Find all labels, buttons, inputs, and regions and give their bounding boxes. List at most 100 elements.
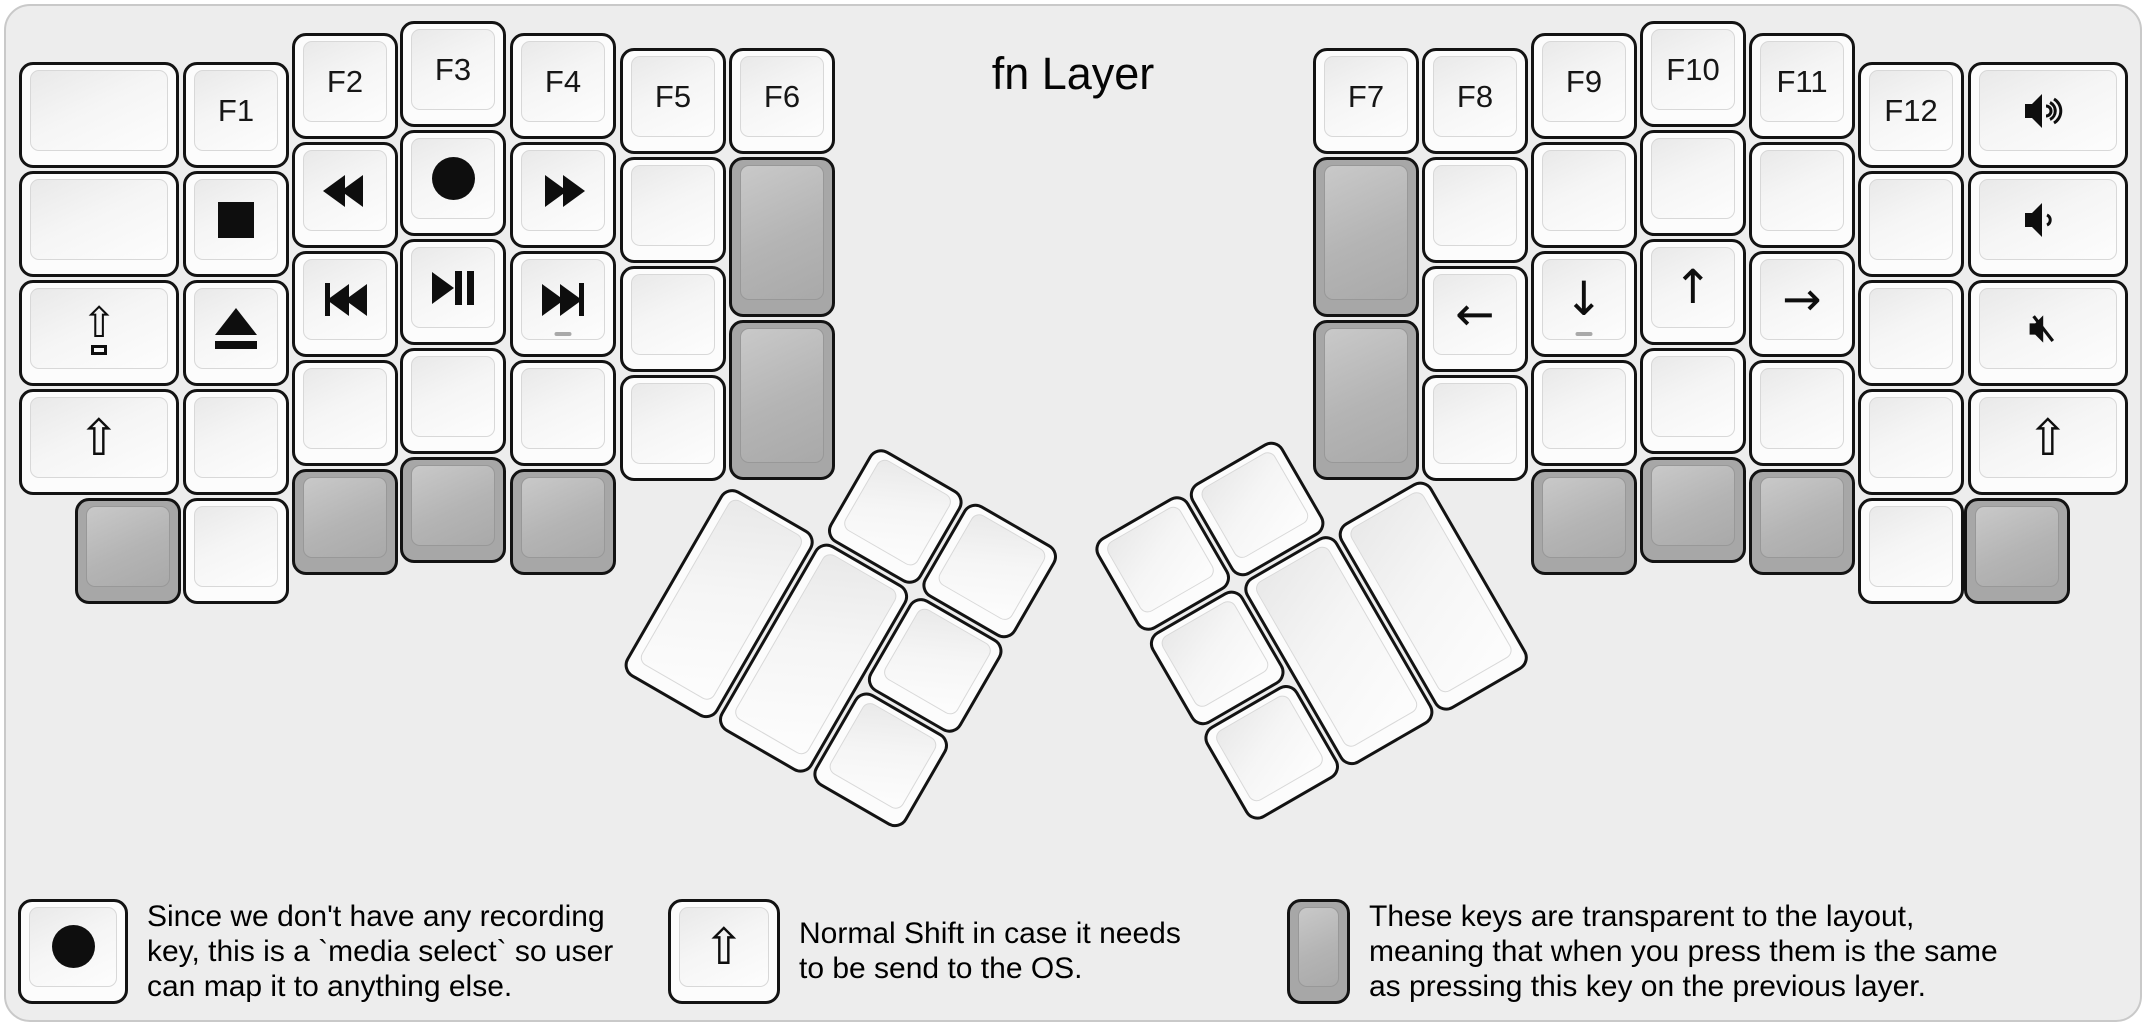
key-blank[interactable] [1531,142,1637,248]
key-mute[interactable] [1968,280,2128,386]
keycap-top [1324,328,1408,463]
key-arrow-left[interactable]: ← [1422,266,1528,372]
key-blank[interactable] [183,498,289,604]
key-blank[interactable] [620,266,726,372]
key-f5[interactable]: F5 [620,48,726,154]
legend-key-transparent [1287,898,1350,1004]
key-volume-down[interactable] [1968,171,2128,277]
key-arrow-up[interactable]: ↑ [1640,239,1746,345]
keycap-top [1298,906,1339,987]
key-play-pause[interactable] [400,239,506,345]
keycap-top [840,456,955,569]
key-blank[interactable] [1640,130,1746,236]
key-transparent[interactable] [1749,469,1855,575]
key-arrow-down[interactable]: ↓ [1531,251,1637,357]
keycap-top: ⇧ [679,906,769,987]
key-blank[interactable] [620,375,726,481]
keycap-top [29,906,117,987]
key-blank[interactable] [183,389,289,495]
key-blank[interactable] [1640,348,1746,454]
keycap-top [521,477,605,558]
key-volume-up[interactable] [1968,62,2128,168]
key-prev-track[interactable] [292,251,398,357]
key-blank[interactable] [1858,280,1964,386]
key-transparent[interactable] [1531,469,1637,575]
key-f4[interactable]: F4 [510,33,616,139]
keycap-top: ↑ [1651,247,1735,328]
keycap-top [1979,179,2117,260]
key-shift[interactable]: ⇧ [19,389,179,495]
key-transparent[interactable] [292,469,398,575]
key-f8[interactable]: F8 [1422,48,1528,154]
key-shift[interactable]: ⇧ [1968,389,2128,495]
key-eject[interactable] [183,280,289,386]
keycap-top [1869,288,1953,369]
key-f11[interactable]: F11 [1749,33,1855,139]
key-transparent[interactable] [400,457,506,563]
keycap-top: F7 [1324,56,1408,137]
key-record [18,898,128,1004]
key-transparent[interactable] [75,498,181,604]
key-blank[interactable] [19,62,179,168]
key-transparent[interactable] [1640,457,1746,563]
key-f1[interactable]: F1 [183,62,289,168]
key-f2[interactable]: F2 [292,33,398,139]
key-next-track[interactable] [510,251,616,357]
key-label: F6 [763,78,801,114]
key-caps-lock[interactable]: ⇧ [19,280,179,386]
keycap-top: ⇧ [30,397,168,478]
keycap-top: F1 [194,70,278,151]
key-f9[interactable]: F9 [1531,33,1637,139]
key-blank[interactable] [1531,360,1637,466]
key-blank[interactable] [292,360,398,466]
key-blank[interactable] [1422,375,1528,481]
key-record[interactable] [400,130,506,236]
key-blank[interactable] [1858,171,1964,277]
key-blank[interactable] [19,171,179,277]
key-label: F9 [1565,63,1603,99]
key-f12[interactable]: F12 [1858,62,1964,168]
keycap-top [1651,356,1735,437]
key-transparent[interactable] [1313,320,1419,480]
keycap-top [1869,179,1953,260]
key-blank[interactable] [1858,498,1964,604]
rewind-icon [323,174,363,207]
key-f7[interactable]: F7 [1313,48,1419,154]
key-blank[interactable] [1422,157,1528,263]
homing-bar [554,332,572,336]
keycap-top [411,247,495,328]
key-transparent[interactable] [510,469,616,575]
key-f10[interactable]: F10 [1640,21,1746,127]
key-blank[interactable] [1749,142,1855,248]
keycap-top: → [1760,259,1844,340]
key-blank[interactable] [400,348,506,454]
key-blank[interactable] [1858,389,1964,495]
shift-icon: ⇧ [78,408,120,467]
key-f6[interactable]: F6 [729,48,835,154]
key-blank[interactable] [1749,360,1855,466]
key-stop[interactable] [183,171,289,277]
keycap-top [1651,465,1735,546]
key-transparent [1287,898,1350,1004]
keycap-top [1542,477,1626,558]
key-rewind[interactable] [292,142,398,248]
volume-up-icon [2025,93,2063,128]
key-blank[interactable] [620,157,726,263]
key-fast-forward[interactable] [510,142,616,248]
keycap-top: ↓ [1542,259,1626,340]
key-shift: ⇧ [668,898,780,1004]
stop-icon [218,201,254,238]
arrow-up-icon: ↑ [1673,260,1713,315]
key-transparent[interactable] [729,157,835,317]
key-label: F2 [326,63,364,99]
keycap-top [1651,138,1735,219]
key-transparent[interactable] [1313,157,1419,317]
key-arrow-right[interactable]: → [1749,251,1855,357]
key-blank[interactable] [510,360,616,466]
key-label: F7 [1347,78,1385,114]
shift-icon: ⇧ [2027,408,2069,467]
arrow-down-icon: ↓ [1564,272,1604,327]
key-f3[interactable]: F3 [400,21,506,127]
key-transparent[interactable] [729,320,835,480]
key-transparent[interactable] [1964,498,2070,604]
